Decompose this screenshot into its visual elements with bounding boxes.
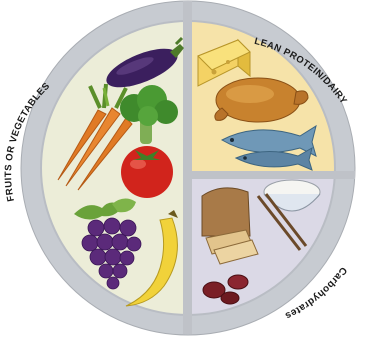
tomato-icon — [121, 146, 173, 198]
divider-vertical — [183, 1, 192, 334]
divider-horizontal — [188, 171, 355, 179]
